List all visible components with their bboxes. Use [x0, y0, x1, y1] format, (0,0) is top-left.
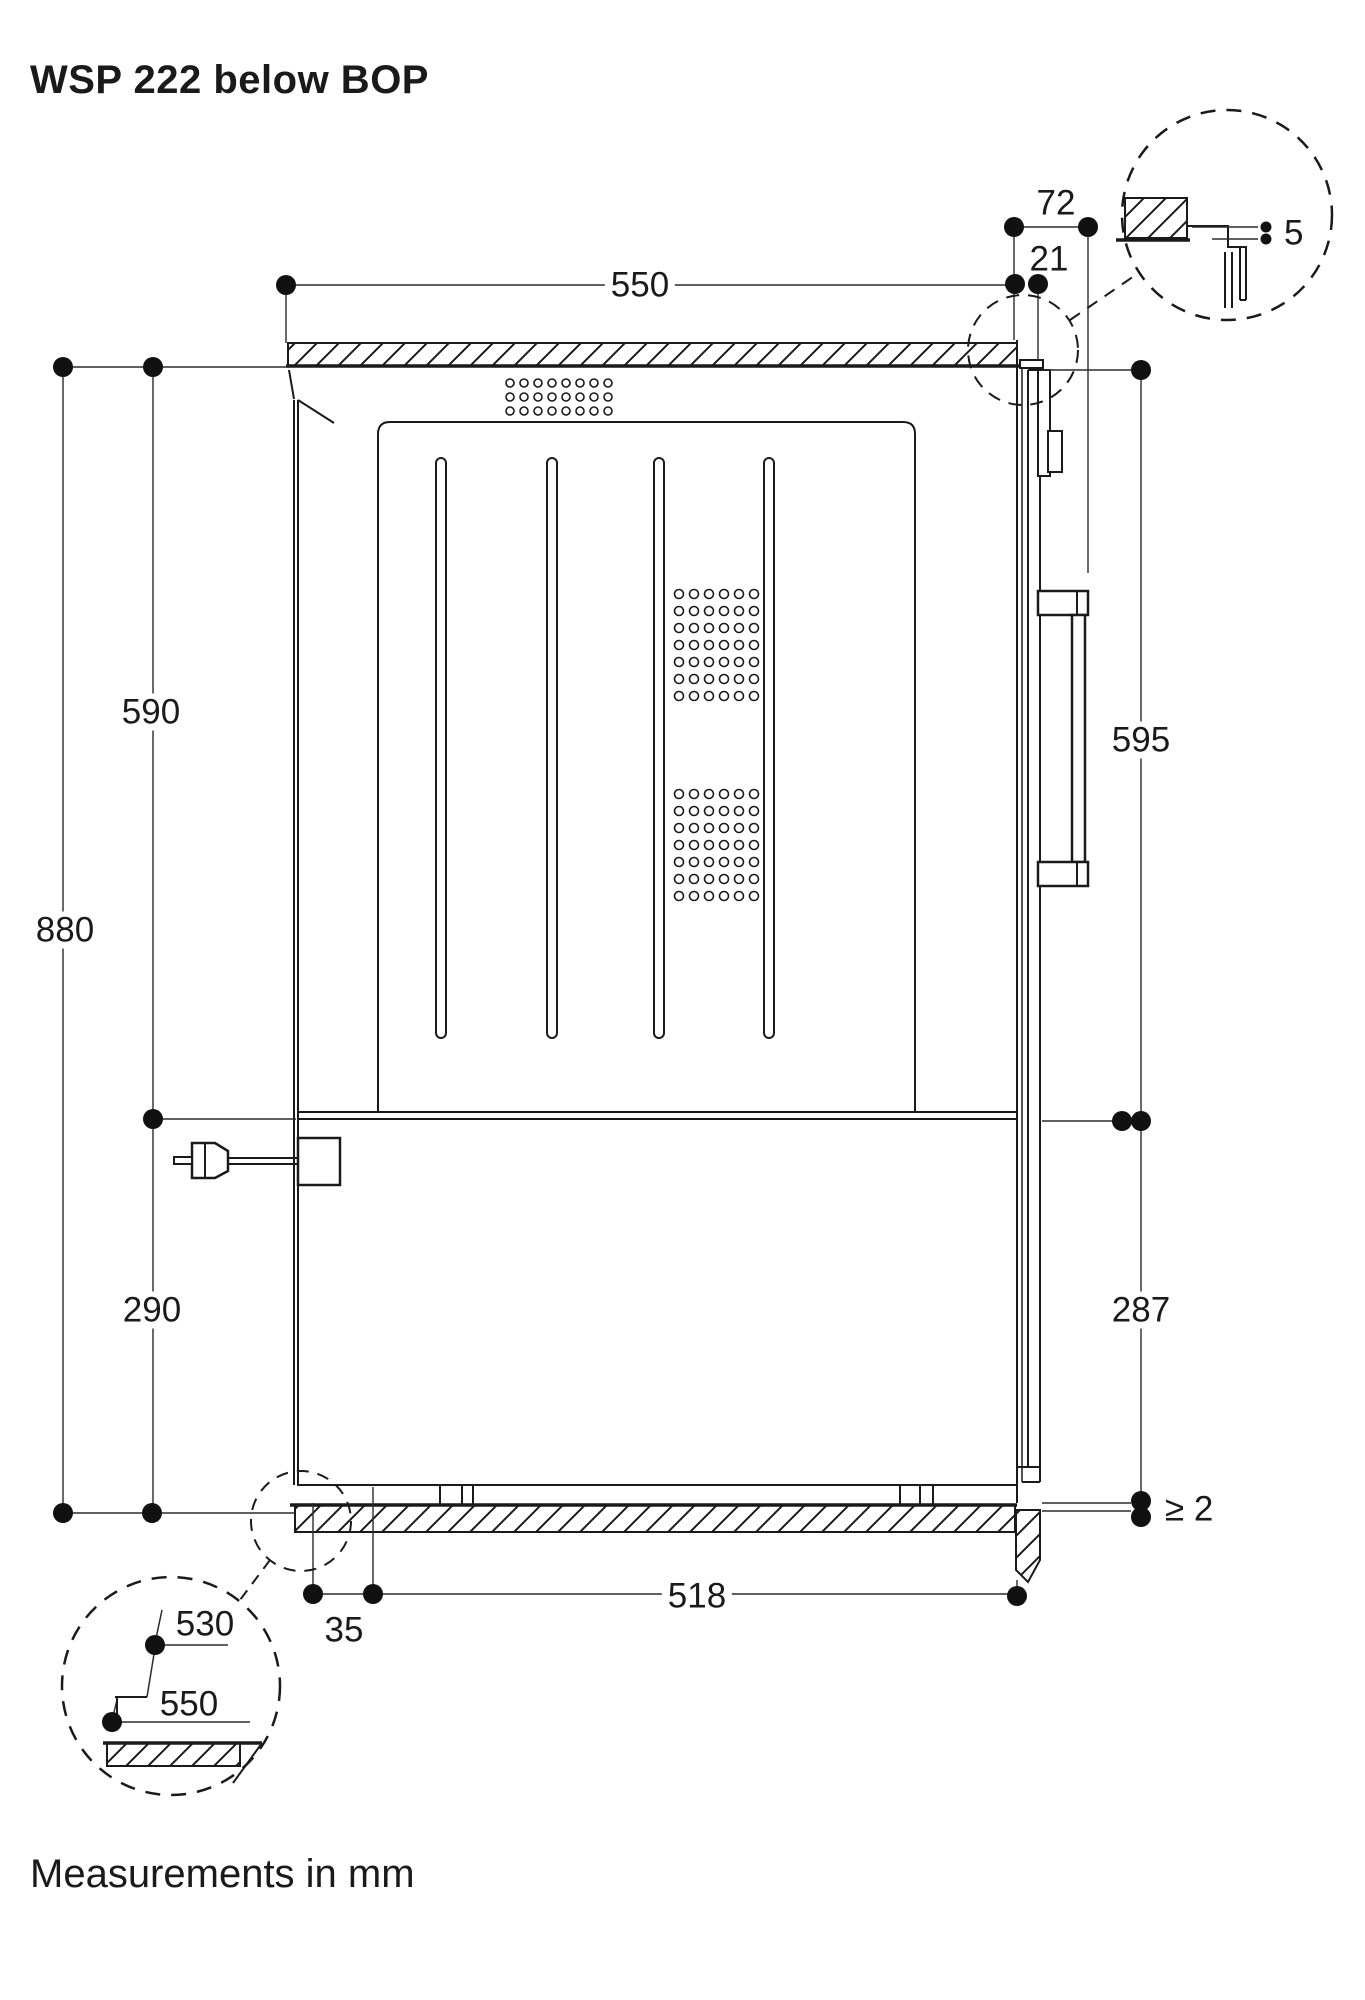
dim-72-label: 72 [1036, 183, 1076, 223]
inner-back-panel [377, 421, 916, 1112]
side-panel-end [1015, 1509, 1041, 1584]
dim-min-gap-label: ≥ 2 [1165, 1489, 1214, 1529]
detail-reference-circle-top [967, 294, 1079, 406]
dimension-lines [62, 226, 1142, 1595]
dim-530-detail-label: 530 [175, 1604, 235, 1644]
drawing-title: WSP 222 below BOP [30, 58, 429, 102]
dim-290-label: 290 [116, 1291, 188, 1329]
door-handle [1036, 589, 1090, 888]
dim-518-label: 518 [661, 1577, 733, 1615]
control-knob [1047, 430, 1063, 473]
appliance-carcass [288, 369, 1017, 1506]
dim-550-top-label: 550 [604, 266, 676, 304]
dim-5-label: 5 [1284, 213, 1304, 253]
base-shelf [290, 1503, 1017, 1533]
dim-590-label: 590 [115, 693, 187, 731]
dim-21-label: 21 [1029, 239, 1069, 279]
worktop-section [286, 342, 1019, 368]
dim-595-label: 595 [1105, 721, 1177, 759]
dim-880-label: 880 [29, 911, 101, 949]
dim-35-label: 35 [324, 1610, 364, 1650]
rear-vent-grids [673, 588, 760, 902]
detail-magnified-circle-top [1120, 108, 1334, 322]
detail-circle-bottom [60, 1470, 352, 1797]
top-flange [1019, 359, 1044, 369]
top-vent-grid [505, 378, 613, 416]
socket-box [296, 1136, 342, 1187]
dim-550-detail-label: 550 [159, 1684, 219, 1724]
detail-magnified-circle-bottom [60, 1575, 282, 1797]
door-assembly [1015, 340, 1090, 1584]
detail-reference-circle-bottom [250, 1470, 352, 1572]
measurements-note: Measurements in mm [30, 1852, 415, 1896]
detail-circle-top [967, 108, 1334, 406]
dim-287-label: 287 [1105, 1291, 1177, 1329]
power-plug [173, 1136, 342, 1187]
dimension-dots [53, 217, 1151, 1606]
